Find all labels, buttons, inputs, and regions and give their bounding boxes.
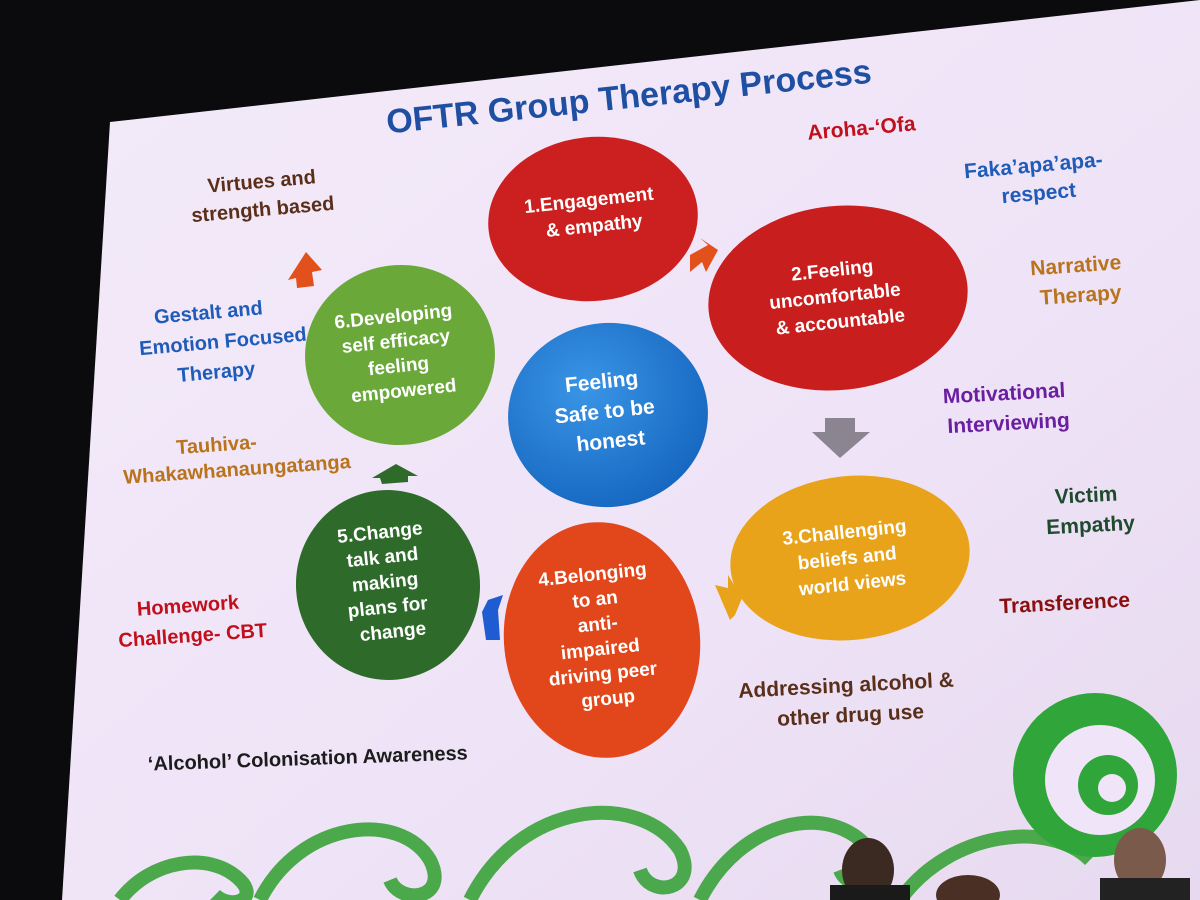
koru-logo	[1013, 693, 1177, 857]
arrow-2-to-3	[812, 418, 870, 458]
circle-step-5	[295, 490, 481, 680]
arrow-1-to-2	[690, 238, 718, 272]
circle-step-3	[730, 475, 970, 641]
circle-step-2	[708, 205, 968, 391]
circle-center	[508, 322, 708, 508]
arrow-3-to-4	[715, 575, 742, 620]
audience-heads	[830, 828, 1190, 900]
flow-arrows	[288, 238, 870, 640]
arrow-5-to-6	[372, 464, 418, 484]
label-victim: Victim Empathy	[1044, 482, 1136, 540]
arrow-4-to-5	[482, 595, 503, 640]
label-narrative: Narrative Therapy	[1030, 251, 1130, 311]
circle-step-1	[488, 136, 698, 302]
circle-step-6	[305, 264, 495, 446]
arrow-6-to-virtues	[288, 252, 322, 288]
circle-step-4	[503, 522, 701, 758]
step-3-text: 3.Challenging beliefs and world views	[781, 515, 918, 601]
step-circles	[295, 136, 970, 758]
